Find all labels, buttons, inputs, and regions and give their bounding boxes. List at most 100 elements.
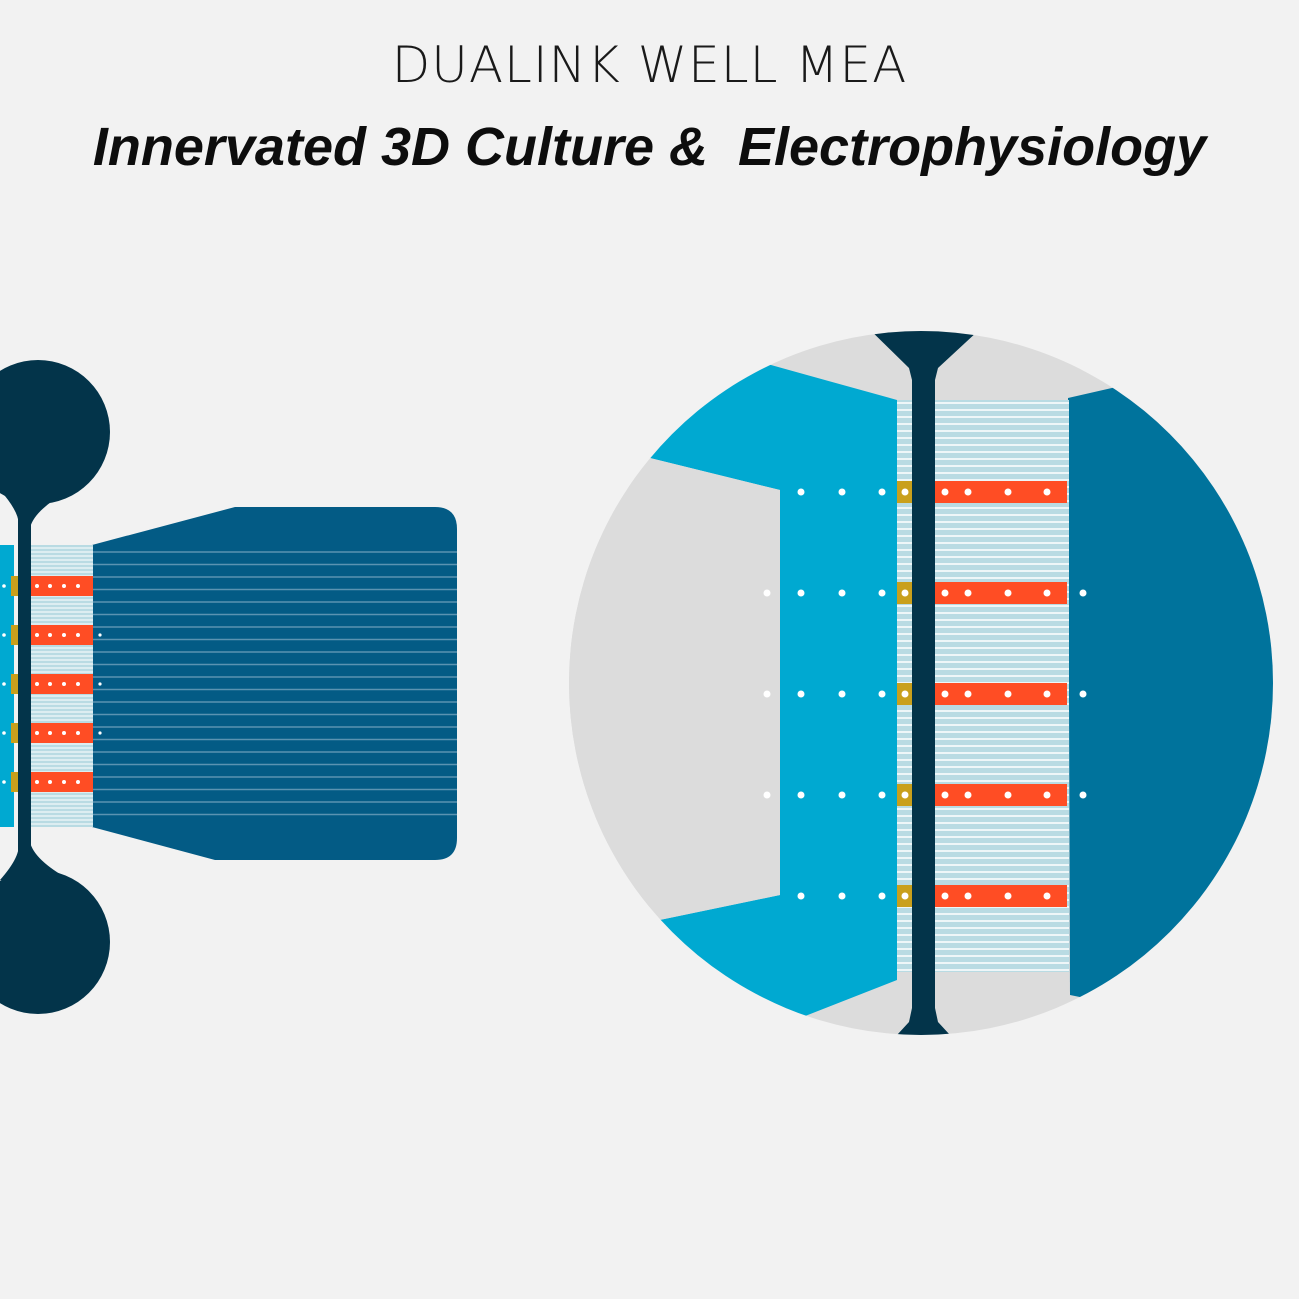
lens-electrode-dot [901, 488, 909, 496]
electrode-dot [76, 584, 80, 588]
lens-electrode-dot [1043, 589, 1051, 597]
electrode-dot [62, 682, 66, 686]
lens-electrode-dot [964, 791, 972, 799]
lens-electrode-dot [901, 892, 909, 900]
lens-electrodes [763, 481, 1087, 907]
electrode-dot [62, 584, 66, 588]
lens-electrode-dot [797, 690, 805, 698]
bottom-well-funnel [0, 842, 70, 880]
top-well-funnel [0, 490, 70, 528]
electrode-dot [62, 633, 66, 637]
electrode-strip [30, 772, 93, 792]
electrode-dot [48, 731, 52, 735]
electrode-dot [35, 780, 39, 784]
electrode-strip [30, 625, 93, 645]
device-overview [0, 360, 457, 1014]
page-title: DUALINK WELL MEA [391, 36, 908, 94]
electrode-dot [35, 633, 39, 637]
electrode-gold-pad [11, 576, 19, 596]
lens-electrode-dot [878, 488, 886, 496]
lens-electrode-dot [964, 589, 972, 597]
electrode-strip [30, 723, 93, 743]
lens-electrode-dot [964, 488, 972, 496]
lens-electrode-dot [1004, 690, 1012, 698]
lens-microchannel [912, 370, 935, 1020]
lens-electrode-dot [797, 892, 805, 900]
lens-electrode-dot [878, 589, 886, 597]
electrode-dot [76, 633, 80, 637]
electrode-dot [76, 780, 80, 784]
electrode-gold-pad [11, 772, 19, 792]
left-gray-zone [569, 440, 780, 945]
right-chamber [1068, 380, 1273, 1035]
lens-electrode-dot [763, 589, 771, 597]
lens-electrode-dot [838, 892, 846, 900]
magnified-view [569, 331, 1273, 1035]
lens-electrode-strip [935, 683, 1067, 705]
lens-microchannel-top-funnel [858, 331, 992, 380]
lens-electrode-dot [1079, 791, 1087, 799]
electrode-dot [62, 731, 66, 735]
bottom-well [0, 870, 110, 1014]
lens-electrode-dot [1079, 690, 1087, 698]
electrode-dot [35, 731, 39, 735]
electrode-dot [2, 584, 6, 588]
lens-electrode-dot [1004, 892, 1012, 900]
lens-electrode-strip [935, 784, 1067, 806]
lens-microchannel-bottom-funnel [885, 1008, 962, 1035]
device-microchannel [18, 515, 31, 855]
lens-electrode-dot [1043, 791, 1051, 799]
electrode-dot [48, 584, 52, 588]
electrode-dot [98, 633, 102, 637]
lens-electrode-dot [763, 690, 771, 698]
lens-electrode-strip [935, 481, 1067, 503]
connector-body [92, 507, 457, 860]
electrode-gold-pad [11, 723, 19, 743]
lens-electrode-dot [797, 791, 805, 799]
lens-electrode-dot [941, 488, 949, 496]
connector-traces [92, 551, 457, 816]
electrode-dot [48, 780, 52, 784]
electrode-dot [35, 584, 39, 588]
page-subtitle: Innervated 3D Culture & Electrophysiolog… [92, 117, 1207, 177]
lens-electrode-dot [797, 589, 805, 597]
lens-electrode-dot [1043, 892, 1051, 900]
electrode-dot [2, 780, 6, 784]
lens-electrode-dot [941, 791, 949, 799]
lens-electrode-dot [901, 690, 909, 698]
lens-electrode-dot [878, 892, 886, 900]
lens-electrode-dot [1079, 589, 1087, 597]
lens-electrode-dot [1043, 488, 1051, 496]
lens-electrode-strip [935, 582, 1067, 604]
electrode-dot [2, 633, 6, 637]
electrode-gold-pad [11, 625, 19, 645]
lens-electrode-dot [1043, 690, 1051, 698]
lens-electrode-dot [878, 791, 886, 799]
electrode-dot [48, 633, 52, 637]
electrode-gold-pad [11, 674, 19, 694]
lens-electrode-dot [901, 589, 909, 597]
lens-electrode-dot [838, 488, 846, 496]
electrode-dot [2, 682, 6, 686]
electrode-strip [30, 674, 93, 694]
electrode-dot [76, 731, 80, 735]
lens-electrode-dot [1004, 488, 1012, 496]
lens-electrode-dot [901, 791, 909, 799]
lens-electrode-dot [941, 892, 949, 900]
electrode-dot [62, 780, 66, 784]
lens-electrode-dot [941, 589, 949, 597]
lens-electrode-dot [797, 488, 805, 496]
lens-electrode-dot [964, 690, 972, 698]
lens-electrode-dot [941, 690, 949, 698]
lens-electrode-dot [1004, 791, 1012, 799]
top-well [0, 360, 110, 504]
electrode-dot [76, 682, 80, 686]
device-cyan-chamber [0, 545, 14, 827]
electrode-dot [48, 682, 52, 686]
lens-electrode-dot [1004, 589, 1012, 597]
left-chamber [569, 331, 897, 1035]
electrode-dot [98, 682, 102, 686]
electrode-dot [2, 731, 6, 735]
electrode-dot [35, 682, 39, 686]
electrode-strip [30, 576, 93, 596]
